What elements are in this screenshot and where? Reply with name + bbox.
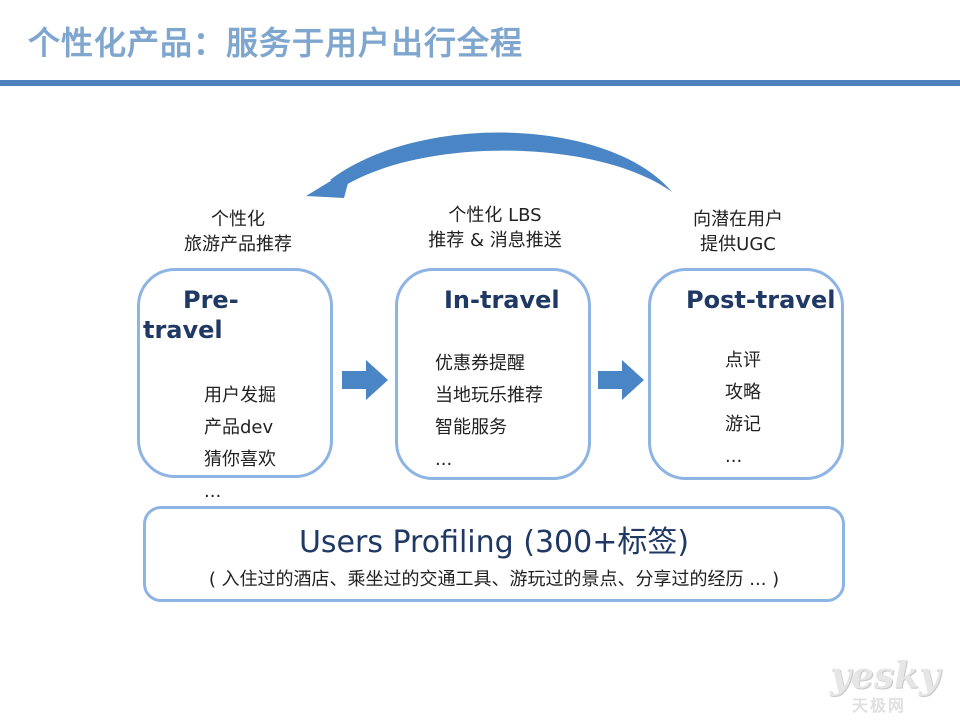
caption-in-travel: 个性化 LBS 推荐 & 消息推送 [405, 203, 585, 253]
caption-line: 提供UGC [700, 234, 776, 255]
stage-in-travel [395, 268, 591, 480]
stage-item: 当地玩乐推荐 [435, 385, 543, 406]
stage-item: ... [435, 449, 453, 470]
profiling-title: Users Profiling (300+标签) [298, 525, 690, 560]
caption-line: 旅游产品推荐 [184, 234, 292, 255]
caption-line: 推荐 & 消息推送 [428, 230, 562, 251]
stage-pre-travel [137, 268, 333, 478]
stage-item: 产品dev [204, 417, 274, 438]
right-arrow-icon [342, 360, 388, 400]
page-title: 个性化产品：服务于用户出行全程 [28, 24, 524, 62]
stage-title-pre-travel-cont: travel [143, 316, 223, 344]
caption-line: 个性化 [211, 209, 265, 230]
stage-item: 猜你喜欢 [204, 449, 276, 470]
stage-item: 用户发掘 [204, 385, 276, 406]
stage-item: 智能服务 [435, 417, 507, 438]
caption-line: 个性化 LBS [448, 205, 542, 226]
stage-title-post-travel: Post-travel [686, 286, 836, 314]
stage-title-pre-travel: Pre- [183, 286, 239, 314]
stage-title-in-travel: In-travel [444, 286, 560, 314]
stage-item: 点评 [725, 350, 761, 371]
right-arrow-icon [598, 360, 644, 400]
yesky-logo: yesky [830, 655, 940, 697]
stage-item: 优惠券提醒 [435, 353, 525, 374]
caption-pre-travel: 个性化 旅游产品推荐 [158, 207, 318, 257]
profiling-detail: ( 入住过的酒店、乘坐过的交通工具、游玩过的景点、分享过的经历 ... ) [208, 569, 780, 590]
stage-item: 攻略 [725, 382, 761, 403]
yesky-logo-subtitle: 天极网 [852, 696, 907, 715]
title-underline [0, 80, 960, 86]
caption-line: 向潜在用户 [693, 209, 783, 230]
stage-item: ... [725, 446, 743, 467]
stage-item: ... [204, 481, 222, 502]
caption-post-travel: 向潜在用户 提供UGC [668, 207, 808, 257]
stage-item: 游记 [725, 414, 761, 435]
users-profiling-box: Users Profiling (300+标签) ( 入住过的酒店、乘坐过的交通… [143, 506, 845, 602]
stage-post-travel [648, 268, 844, 480]
